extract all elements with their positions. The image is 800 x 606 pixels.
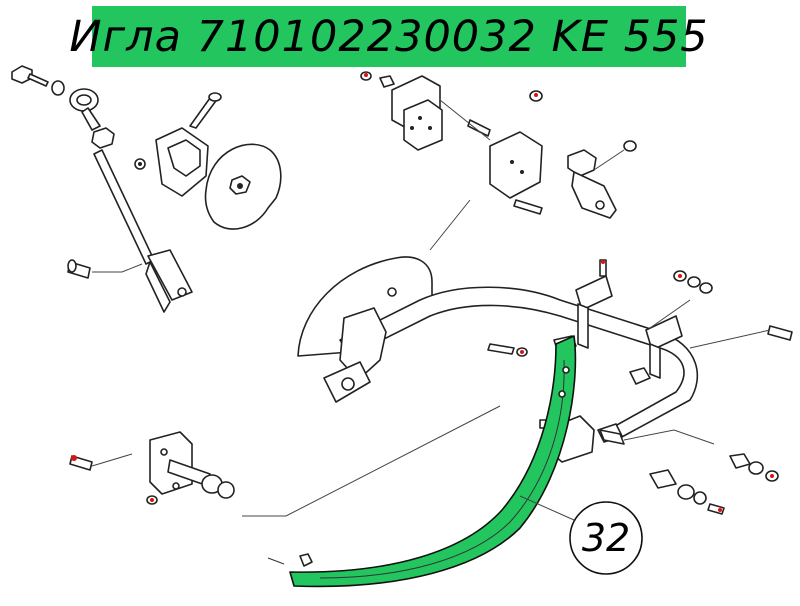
callout-leader-line	[519, 495, 575, 521]
left-rod-assembly	[11, 65, 193, 313]
needle-part-highlighted	[267, 335, 577, 588]
housing-leader-line	[242, 405, 501, 517]
upper-mount-plates	[360, 71, 543, 251]
disc-hub-assembly	[134, 92, 282, 230]
title-banner: Игла 710102230032 KE 555	[69, 6, 708, 67]
bearing-housing-assembly	[69, 431, 235, 505]
shaft-hardware-stack	[599, 429, 779, 515]
callout-label: 32	[581, 516, 631, 560]
callout-circle	[569, 501, 643, 575]
page-title: Игла 710102230032 KE 555	[69, 11, 709, 62]
right-hinge-bracket	[567, 140, 637, 219]
